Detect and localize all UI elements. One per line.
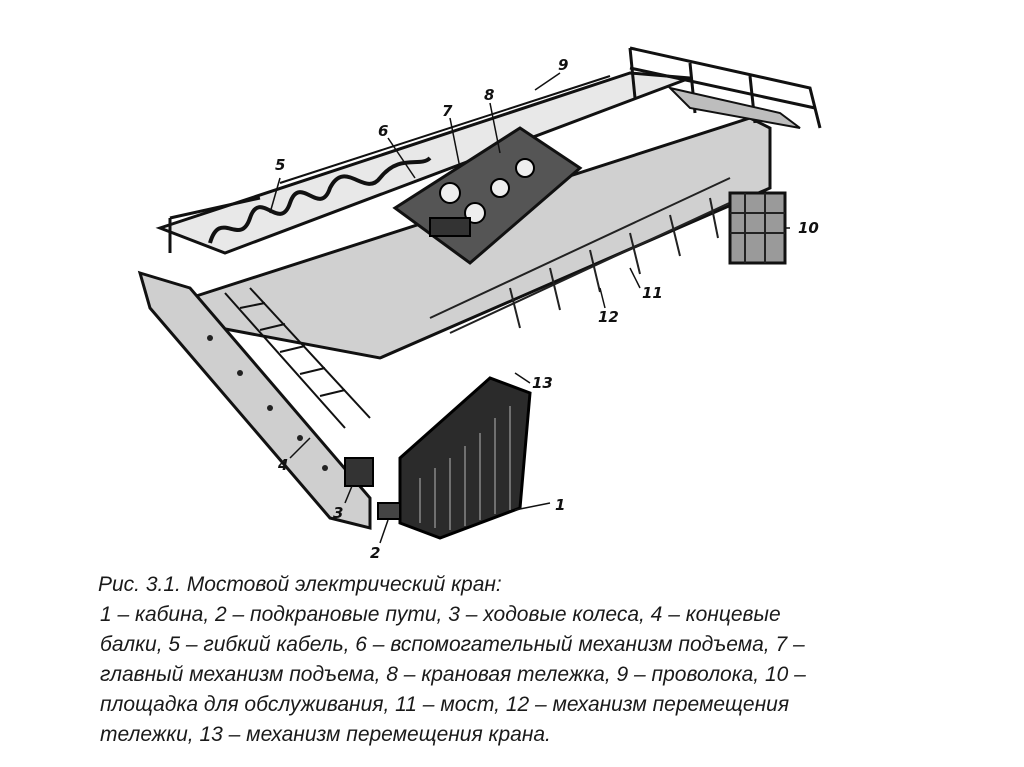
top-right-platform bbox=[666, 86, 801, 129]
hoist-drums bbox=[429, 158, 535, 237]
callout-6: 6 bbox=[378, 122, 388, 140]
flexible-cable bbox=[208, 156, 432, 244]
end-beam-left bbox=[137, 270, 372, 530]
callout-9: 9 bbox=[558, 56, 568, 74]
callout-3: 3 bbox=[333, 504, 343, 522]
caption-line-5: тележки, 13 – механизм перемещения крана… bbox=[100, 723, 551, 746]
service-platform bbox=[728, 191, 787, 265]
walkway-slats bbox=[224, 287, 371, 429]
running-wheel bbox=[344, 457, 374, 487]
wire bbox=[279, 75, 611, 184]
callout-12: 12 bbox=[598, 308, 619, 326]
crane-rail bbox=[377, 502, 401, 520]
railing bbox=[168, 46, 822, 253]
caption-title: Рис. 3.1. Мостовой электрический кран: bbox=[98, 573, 502, 596]
girder-lattice bbox=[429, 177, 741, 334]
crane-drawing: 1 2 3 4 5 6 7 8 9 10 11 12 13 bbox=[137, 46, 822, 562]
callout-11: 11 bbox=[642, 284, 663, 302]
figure-caption: Рис. 3.1. Мостовой электрический кран: 1… bbox=[98, 570, 918, 750]
caption-line-1: 1 – кабина, 2 – подкрановые пути, 3 – хо… bbox=[100, 603, 781, 626]
crane-illustration: 1 2 3 4 5 6 7 8 9 10 11 12 13 bbox=[130, 18, 850, 566]
callout-2: 2 bbox=[370, 544, 380, 562]
platform-lattice bbox=[730, 193, 785, 263]
cabin-hatching bbox=[419, 406, 511, 530]
callout-13: 13 bbox=[532, 374, 553, 392]
caption-line-2: балки, 5 – гибкий кабель, 6 – вспомогате… bbox=[100, 633, 805, 656]
callout-8: 8 bbox=[484, 86, 494, 104]
callout-4: 4 bbox=[277, 456, 288, 474]
caption-line-4: площадка для обслуживания, 11 – мост, 12… bbox=[100, 693, 790, 716]
callout-10: 10 bbox=[798, 219, 819, 237]
leader-lines bbox=[269, 72, 790, 544]
caption-line-3: главный механизм подъема, 8 – крановая т… bbox=[100, 663, 806, 686]
end-beam-holes bbox=[207, 335, 328, 471]
callout-5: 5 bbox=[275, 156, 285, 174]
callout-7: 7 bbox=[442, 102, 453, 120]
callout-1: 1 bbox=[555, 496, 565, 514]
